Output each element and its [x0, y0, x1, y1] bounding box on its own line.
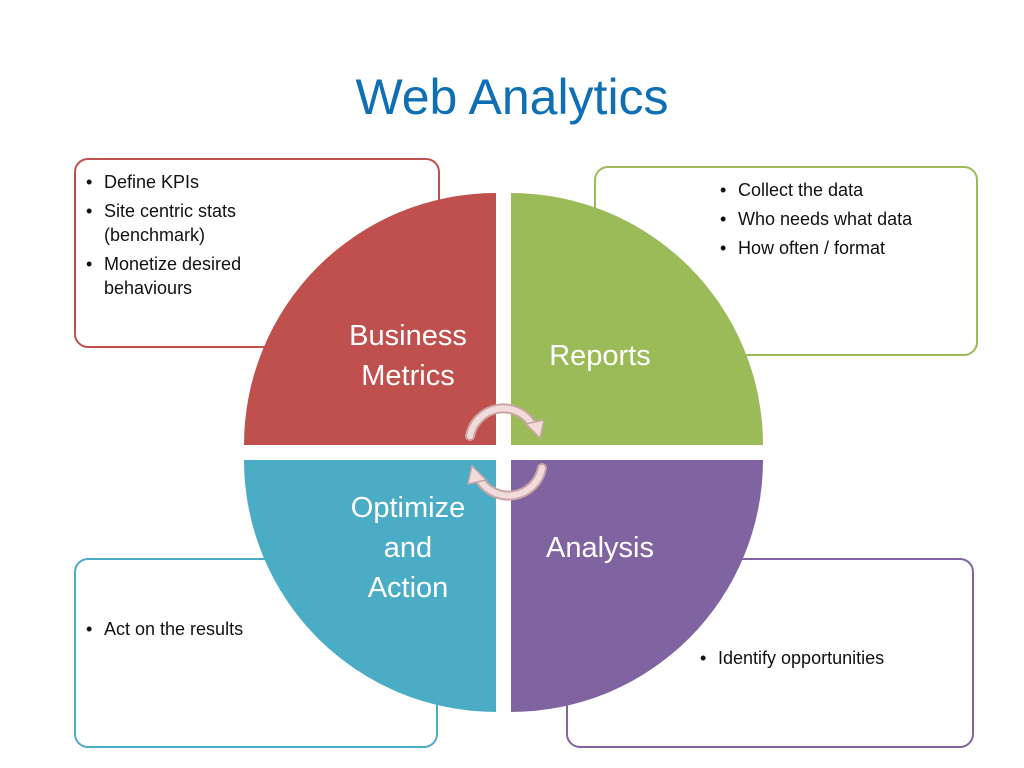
label-line: and	[383, 532, 433, 564]
reports-quadrant	[511, 193, 763, 445]
label-line: Analysis	[546, 532, 654, 564]
label-line: Business	[349, 320, 467, 352]
optimize-action-bullet-list: Act on the results	[86, 617, 326, 646]
cycle-arrows-icon	[465, 403, 547, 501]
reports-label: Reports	[520, 336, 680, 376]
optimize-action-quadrant	[244, 460, 496, 712]
bullet-item: Identify opportunities	[700, 646, 950, 670]
analysis-quadrant	[511, 460, 763, 712]
bullet-item: Define KPIs	[86, 170, 286, 194]
bullet-item: Act on the results	[86, 617, 326, 641]
bullet-item: Site centric stats (benchmark)	[86, 199, 286, 247]
business-metrics-quadrant	[244, 193, 496, 445]
label-line: Optimize	[350, 492, 466, 524]
analysis-bullet-list: Identify opportunities	[700, 646, 950, 675]
reports-bullet-list: Collect the data Who needs what data How…	[720, 178, 970, 265]
label-line: Metrics	[361, 360, 455, 392]
label-line: Action	[367, 572, 449, 604]
bullet-item: Collect the data	[720, 178, 970, 202]
bullet-item: Monetize desired behaviours	[86, 252, 286, 300]
business-metrics-label: Business Metrics	[318, 316, 498, 396]
optimize-action-label: Optimize and Action	[318, 488, 498, 608]
slide-title: Web Analytics	[355, 69, 669, 125]
analysis-label: Analysis	[520, 528, 680, 568]
business-metrics-bullet-list: Define KPIs Site centric stats (benchmar…	[86, 170, 286, 305]
label-line: Reports	[549, 340, 651, 372]
bullet-item: How often / format	[720, 236, 970, 260]
bullet-item: Who needs what data	[720, 207, 970, 231]
